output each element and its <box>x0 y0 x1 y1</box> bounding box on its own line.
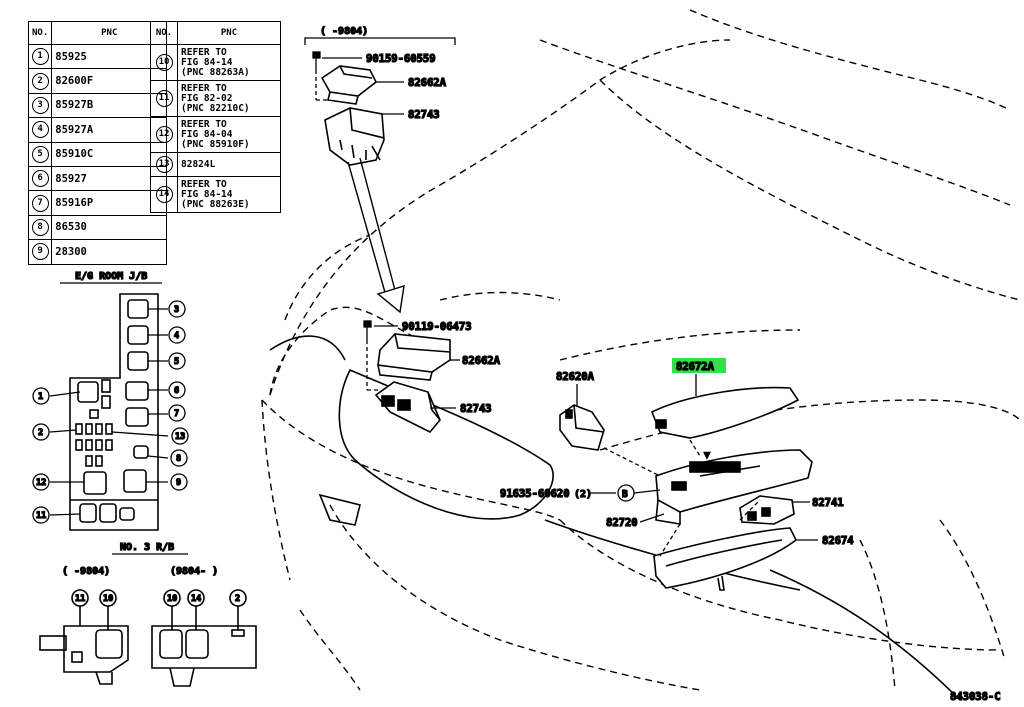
row-number: 12 <box>150 116 178 153</box>
row-number: 5 <box>27 141 53 167</box>
svg-text:6: 6 <box>174 386 179 396</box>
car-body-solid <box>269 335 961 701</box>
svg-text:11: 11 <box>36 511 46 521</box>
svg-text:1: 1 <box>38 392 43 402</box>
cover-82662A-top-icon <box>320 65 378 105</box>
rb-title: NO. 3 R/B <box>120 542 174 553</box>
row-number: 8 <box>27 214 53 241</box>
part-91635-60620: 91635-60620 <box>500 488 570 500</box>
svg-text:2: 2 <box>38 428 43 438</box>
jb-title: E/G ROOM J/B <box>75 271 147 282</box>
top-range-label: ( -9804) <box>320 26 368 37</box>
part-82620A: 82620A <box>556 371 595 383</box>
car-body-outline <box>261 9 1021 691</box>
junction-block-82720-icon <box>655 449 813 525</box>
relay-block-82743-top-icon <box>324 107 385 166</box>
svg-text:9: 9 <box>176 478 181 488</box>
part-82720: 82720 <box>606 517 638 529</box>
rb-left-callout-labels: 11 10 <box>74 593 114 604</box>
row-pnc: 85925 <box>51 43 168 70</box>
svg-text:3: 3 <box>174 305 179 315</box>
jb-callout-labels: 3 4 5 6 7 1 2 13 8 9 12 11 <box>35 304 186 521</box>
part-91635-qty: (2) <box>574 489 592 500</box>
bolt-90159-icon <box>312 51 321 70</box>
svg-text:10: 10 <box>167 594 177 604</box>
header-no: NO. <box>27 21 53 45</box>
jb-outline <box>69 293 159 531</box>
svg-text:12: 12 <box>36 478 46 488</box>
jb-callouts <box>32 300 189 524</box>
svg-text:4: 4 <box>174 331 179 341</box>
rb-right-relay-icon <box>151 589 257 687</box>
part-82741: 82741 <box>812 497 844 509</box>
row-number: 14 <box>150 176 178 213</box>
down-arrow <box>347 157 405 314</box>
part-82743-top: 82743 <box>408 109 440 121</box>
row-number: 1 <box>27 43 53 70</box>
top-range-bracket <box>304 37 456 45</box>
row-number: 10 <box>150 44 178 81</box>
svg-text:10: 10 <box>103 594 113 604</box>
part-82662A-mid: 82662A <box>462 355 501 367</box>
relay-82741-icon <box>739 495 795 525</box>
row-pnc: 85927 <box>51 165 168 192</box>
part-82743-mid: 82743 <box>460 403 492 415</box>
figure-code: 843038-C <box>950 691 1001 703</box>
svg-text:14: 14 <box>191 594 201 604</box>
part-82672A: 82672A <box>676 361 715 373</box>
upper-cover-82672A-icon <box>650 386 800 439</box>
row-number: 9 <box>27 239 53 265</box>
mark-b-label: B <box>622 489 628 500</box>
part-90159-60559: 90159-60559 <box>366 53 436 65</box>
pin-icon: ▼ <box>704 450 710 461</box>
svg-text:8: 8 <box>176 454 181 464</box>
row-number: 7 <box>27 190 53 216</box>
row-number: 2 <box>27 68 53 94</box>
rb-left-relay-icon <box>39 589 129 685</box>
svg-text:5: 5 <box>174 357 179 367</box>
part-82674: 82674 <box>822 535 854 547</box>
rb-right-range: (9804- ) <box>170 566 218 577</box>
highlight-82672A <box>672 358 726 373</box>
row-pnc: 82600F <box>51 68 168 94</box>
rb-left-range: ( -9804) <box>62 566 110 577</box>
row-pnc: 85927B <box>51 92 168 119</box>
part-82662A-top: 82662A <box>408 77 447 89</box>
bolt-90119-icon <box>363 320 372 340</box>
relay-block-82743-mid-icon <box>374 381 441 433</box>
header-no: NO. <box>150 21 178 45</box>
row-number: 3 <box>27 92 53 119</box>
row-number: 4 <box>27 117 53 143</box>
svg-text:13: 13 <box>175 432 185 442</box>
svg-text:11: 11 <box>75 594 85 604</box>
svg-text:7: 7 <box>174 409 179 419</box>
header-pnc: PNC <box>177 21 281 45</box>
svg-text:2: 2 <box>235 594 240 604</box>
rb-right-callout-labels: 10 14 2 <box>166 593 240 604</box>
row-pnc: 28300 <box>51 239 168 265</box>
row-reference: 82824L <box>177 152 281 177</box>
lower-case-82674-icon <box>653 527 798 591</box>
part-90119-06473: 90119-06473 <box>402 321 472 333</box>
connector-82620A-icon <box>559 404 605 451</box>
cover-82662A-mid-icon <box>377 333 451 381</box>
